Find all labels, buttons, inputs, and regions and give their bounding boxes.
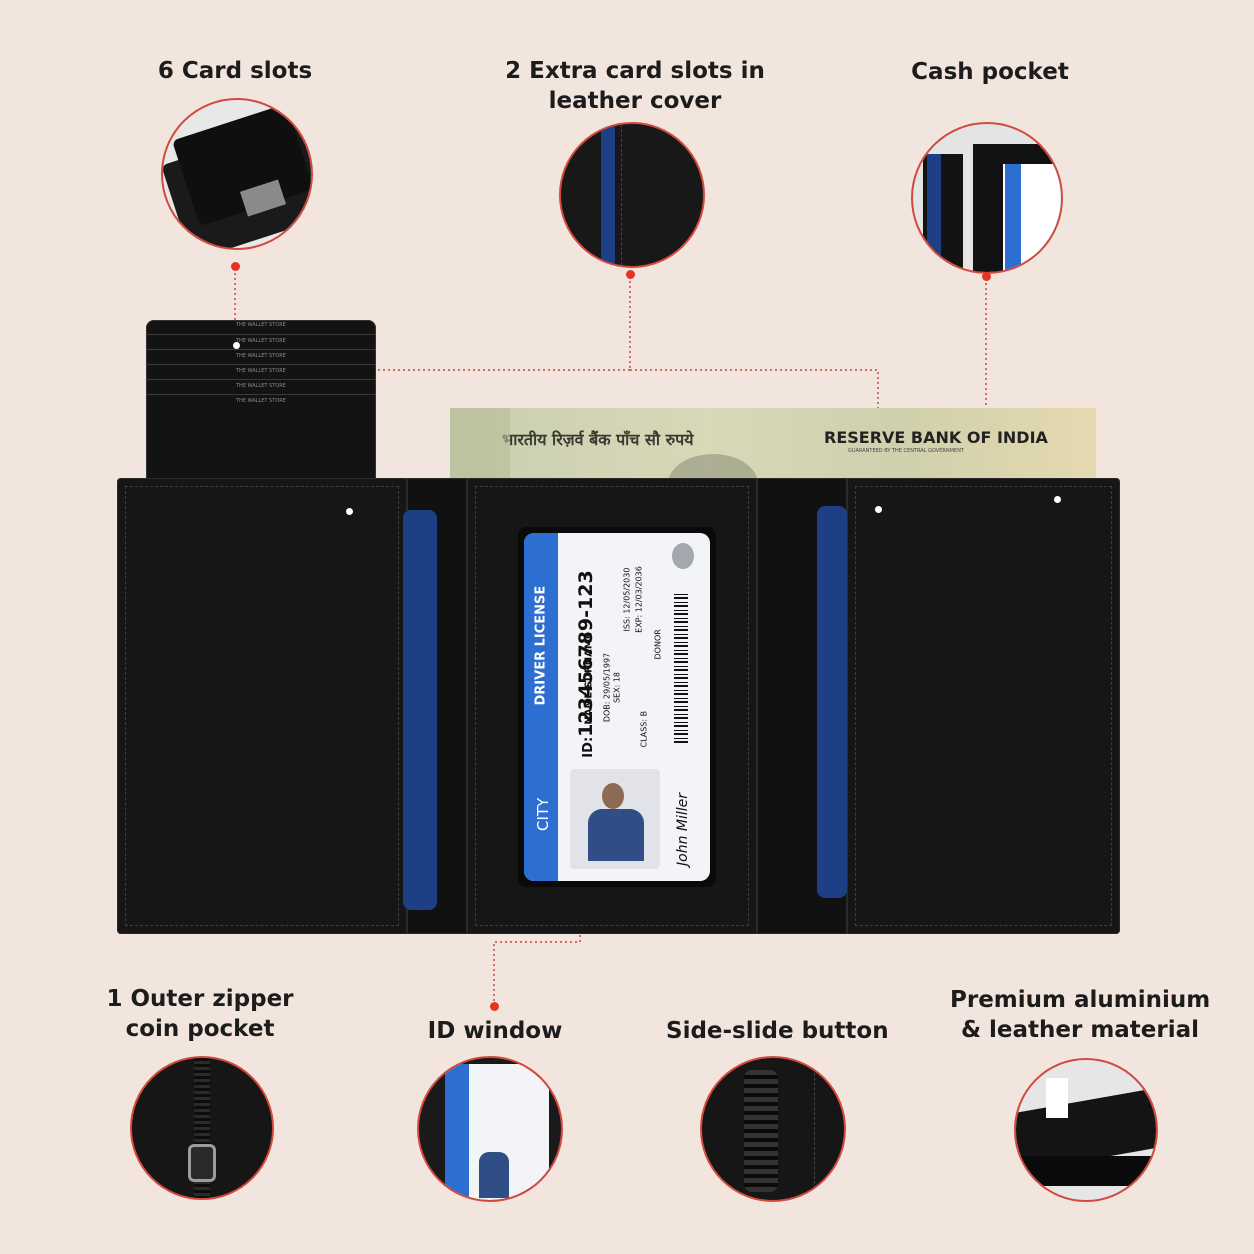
marker-extra-slots [626,270,635,279]
license-class: CLASS: B [639,710,649,748]
banknote-subtitle: GUARANTEED BY THE CENTRAL GOVERNMENT [848,448,964,454]
banknote-english-text: RESERVE BANK OF INDIA [824,428,1048,447]
marker-cash-pocket [982,272,991,281]
card-blue-right [817,506,847,898]
label-extra-slots-1: 2 Extra card slots in [505,58,765,84]
label-coin-pocket-1: 1 Outer zipper [106,986,294,1012]
bubble-material [1014,1058,1158,1202]
marker-card-stack [233,342,240,349]
license-iss: ISS: 12/05/2030 [622,567,632,632]
wallet-left-pocket [403,478,467,934]
label-card-slots: 6 Card slots [157,58,313,84]
id-window: DRIVER LICENSE CITY ID:123456789-123 NAM… [518,527,716,887]
license-header: DRIVER LICENSE [533,585,549,706]
wallet-right-panel [847,478,1120,934]
label-cash-pocket: Cash pocket [911,59,1069,85]
license-dob: DOB: 29/05/1997 [602,652,612,723]
license-photo [570,769,660,869]
wallet-right-pocket [757,478,847,934]
license-signature: John Miller [675,792,691,866]
bubble-card-slots [161,98,313,250]
bubble-extra-slots [559,122,705,268]
license-exp: EXP: 12/03/2036 [634,566,644,633]
bubble-slide-button [700,1056,846,1202]
label-slide-button: Side-slide button [666,1018,889,1044]
bubble-id-window [417,1056,563,1202]
license-city: CITY [534,797,552,831]
label-material-1: Premium aluminium [950,987,1211,1013]
banknote-hindi-text: भारतीय रिज़र्व बैंक पाँच सौ रुपये [502,430,694,449]
marker-cash [1054,496,1061,503]
license-name: NAME SURNAME [583,632,595,725]
marker-right-panel [875,506,882,513]
marker-id-window [490,1002,499,1011]
license-sex: SEX: 18 [612,671,622,704]
card-brand-text: THE WALLET STORE [236,322,286,328]
bubble-cash-pocket [911,122,1063,274]
zipper-pull-icon [188,1144,216,1182]
slide-button-icon [744,1070,778,1192]
marker-left-panel [346,508,353,515]
card-stack: THE WALLET STORE THE WALLET STORE THE WA… [146,320,376,490]
marker-card-slots [231,262,240,271]
label-material-2: & leather material [960,1017,1200,1043]
card-blue-left [403,510,437,910]
label-extra-slots-2: leather cover [548,88,722,114]
wallet-left-panel [117,478,407,934]
label-coin-pocket-2: coin pocket [125,1016,275,1042]
bubble-coin-pocket [130,1056,274,1200]
label-id-window: ID window [427,1018,563,1044]
license-barcode [674,593,688,743]
driver-license-card: DRIVER LICENSE CITY ID:123456789-123 NAM… [524,533,710,881]
license-donor: DONOR [653,629,663,660]
